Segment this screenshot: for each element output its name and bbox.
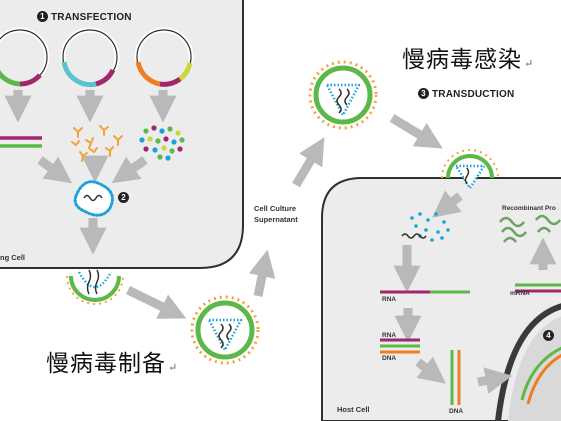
step-2-badge: 2: [118, 192, 129, 203]
dna-label-1: DNA: [382, 355, 397, 362]
fusing-virus: [441, 149, 499, 191]
return-mark-1: ↵: [524, 57, 535, 70]
annotation-production-text: 慢病毒制备: [46, 351, 166, 377]
step-3-badge: 3: [418, 88, 429, 99]
return-mark-2: ↵: [168, 361, 179, 374]
plasmid-1: [0, 27, 50, 87]
mrna-label: mRNA: [510, 290, 530, 297]
virion-top: [308, 60, 378, 130]
producer-cell: [0, 0, 244, 269]
annotation-lentivirus-infection: 慢病毒感染↵: [402, 40, 534, 74]
plasmid-2: [60, 27, 120, 87]
supernatant-label-line1: Cell Culture: [254, 204, 297, 213]
host-cell-label: Host Cell: [337, 405, 370, 414]
assembling-core: [73, 180, 114, 217]
annotation-infection-text: 慢病毒感染: [402, 47, 522, 73]
supernatant-label-line2: Supernatant: [254, 215, 298, 224]
viral-rna-coil: [401, 233, 427, 239]
mrna-strand: [515, 283, 561, 293]
step-4-badge: 4: [543, 330, 554, 341]
rna-label-2: RNA: [382, 332, 397, 339]
step-transduction-label: TRANSDUCTION: [432, 89, 515, 100]
rna-label-1: RNA: [382, 296, 397, 303]
virion-supernatant: [190, 295, 260, 365]
producer-cell-label: ng Cell: [0, 253, 26, 262]
particle-cluster: [139, 125, 185, 161]
protein-fragments: [71, 125, 123, 162]
arrows: [4, 90, 557, 394]
budding-virus-1: [66, 269, 124, 305]
nucleus-outline: [495, 303, 561, 421]
dna-double-strand: [450, 350, 461, 405]
step-transfection-label: TRANSFECTION: [51, 12, 132, 23]
annotation-lentivirus-production: 慢病毒制备↵: [46, 344, 178, 378]
recombinant-protein: [499, 214, 561, 243]
recombinant-protein-label: Recombinant Pro: [502, 205, 556, 212]
rna-dna-hybrid: [380, 338, 420, 354]
step-1-badge: 1: [37, 11, 48, 22]
plasmid-3: [134, 27, 194, 87]
dna-label-2: DNA: [449, 408, 464, 415]
gene-segments: [0, 136, 42, 148]
